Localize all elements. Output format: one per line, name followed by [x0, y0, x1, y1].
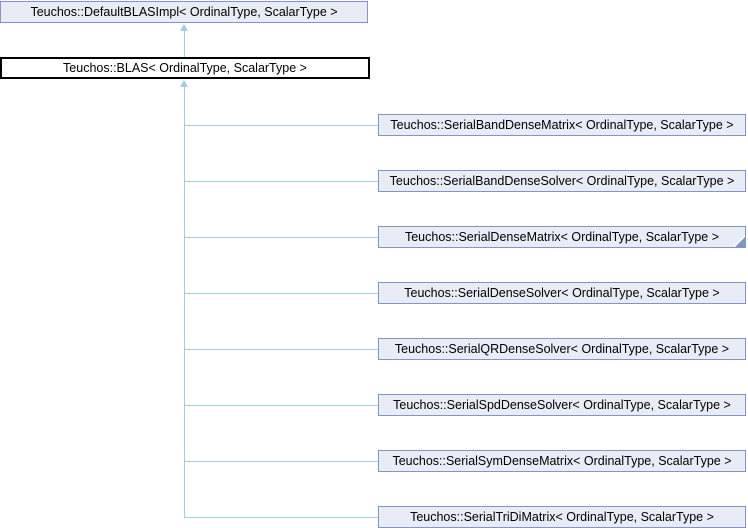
inheritance-branch-edge	[185, 293, 378, 294]
class-box-blas-current: Teuchos::BLAS< OrdinalType, ScalarType >	[0, 57, 370, 79]
class-box-serialsymdensematrix[interactable]: Teuchos::SerialSymDenseMatrix< OrdinalTy…	[378, 450, 746, 472]
class-box-serialbanddensesolver[interactable]: Teuchos::SerialBandDenseSolver< OrdinalT…	[378, 170, 746, 192]
inheritance-branch-edge	[185, 461, 378, 462]
inheritance-trunk-edge	[184, 87, 185, 518]
inheritance-branch-edge	[185, 517, 378, 518]
truncated-fold-icon	[735, 237, 745, 247]
inheritance-branch-edge	[185, 405, 378, 406]
inheritance-arrowhead-base	[180, 24, 188, 31]
inheritance-edge-base	[184, 31, 185, 57]
class-box-serialspddensesolver[interactable]: Teuchos::SerialSpdDenseSolver< OrdinalTy…	[378, 394, 746, 416]
inheritance-branch-edge	[185, 181, 378, 182]
inheritance-arrowhead-current	[180, 80, 188, 87]
class-box-serialbanddensematrix[interactable]: Teuchos::SerialBandDenseMatrix< OrdinalT…	[378, 114, 746, 136]
inheritance-branch-edge	[185, 349, 378, 350]
class-box-serialdensesolver[interactable]: Teuchos::SerialDenseSolver< OrdinalType,…	[378, 282, 746, 304]
class-box-serialdensematrix[interactable]: Teuchos::SerialDenseMatrix< OrdinalType,…	[378, 226, 746, 248]
class-box-defaultblasimpl[interactable]: Teuchos::DefaultBLASImpl< OrdinalType, S…	[0, 1, 368, 23]
class-box-serialtridimatrix[interactable]: Teuchos::SerialTriDiMatrix< OrdinalType,…	[378, 506, 746, 528]
class-box-serialqrdensesolver[interactable]: Teuchos::SerialQRDenseSolver< OrdinalTyp…	[378, 338, 746, 360]
inheritance-branch-edge	[185, 237, 378, 238]
inheritance-branch-edge	[185, 125, 378, 126]
